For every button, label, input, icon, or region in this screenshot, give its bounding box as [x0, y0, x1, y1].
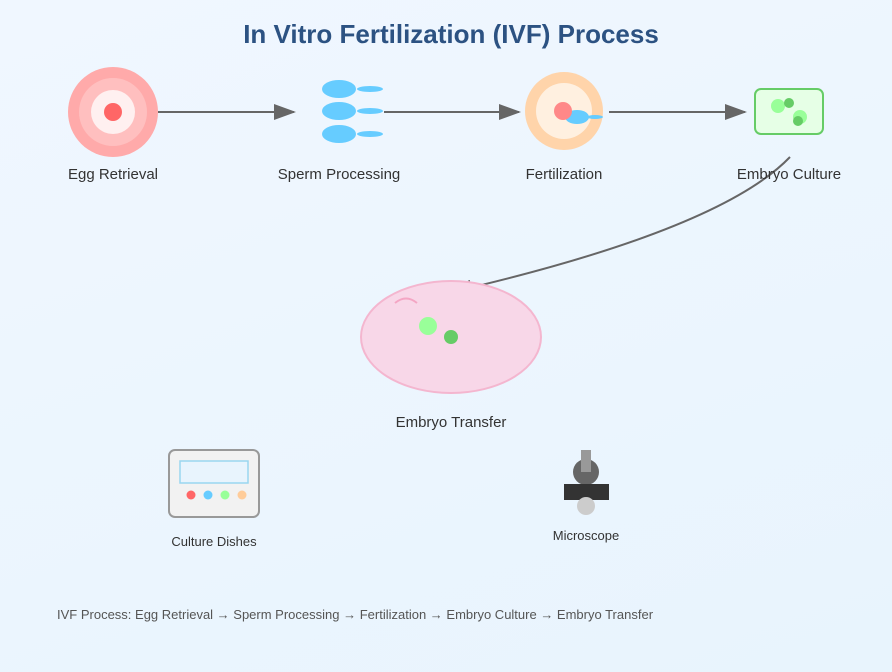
- egg-icon: [68, 67, 158, 157]
- tool-label: Culture Dishes: [171, 534, 257, 549]
- tool-label: Microscope: [553, 528, 619, 543]
- tool-microscope: Microscope: [553, 450, 619, 543]
- microscope-icon: [564, 450, 609, 515]
- step-sperm-processing: Sperm Processing: [278, 80, 401, 183]
- uterus-icon: [360, 280, 542, 394]
- step-egg-retrieval: Egg Retrieval: [68, 67, 158, 183]
- step-embryo-transfer: Embryo Transfer: [360, 280, 542, 431]
- step-label: Fertilization: [526, 166, 603, 183]
- arrow-culture-to-transfer: [450, 156, 791, 296]
- step-fertilization: Fertilization: [525, 72, 603, 183]
- process-summary: IVF Process: Egg Retrieval → Sperm Proce…: [57, 607, 654, 622]
- step-label: Embryo Culture: [737, 166, 841, 183]
- sperm-icon: [322, 80, 383, 143]
- step-embryo-culture: Embryo Culture: [737, 88, 841, 183]
- tool-culture-dishes: Culture Dishes: [168, 449, 260, 549]
- fertilized-egg-icon: [525, 72, 603, 150]
- incubator-icon: [168, 449, 260, 518]
- step-label: Sperm Processing: [278, 166, 401, 183]
- step-label: Egg Retrieval: [68, 166, 158, 183]
- step-label: Embryo Transfer: [396, 414, 507, 431]
- page-title: In Vitro Fertilization (IVF) Process: [243, 19, 659, 49]
- culture-dish-icon: [754, 88, 824, 135]
